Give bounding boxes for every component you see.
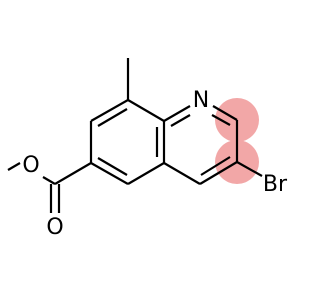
bond-carbonyl-c-ester-o — [42, 176, 56, 185]
bromine-label: Br — [263, 172, 288, 197]
bond-c8-c7-inner — [97, 108, 128, 127]
bond-ester-o-methyl — [7, 162, 21, 171]
ester-oxygen-label: O — [22, 153, 39, 178]
carbonyl-oxygen-label: O — [46, 215, 63, 240]
bond-c5-c4a — [127, 162, 165, 185]
bond-c8a-n1 — [163, 105, 191, 122]
bond-c8a-c8 — [127, 99, 165, 122]
bond-c3-c4 — [199, 161, 238, 185]
bond-c3-c4-inner — [200, 156, 231, 176]
nitrogen-label: N — [193, 88, 209, 113]
bond-c8-c7 — [90, 99, 129, 122]
molecule-structure-diagram: N Br O O — [7, 58, 288, 240]
bond-c6-c5 — [90, 162, 129, 185]
bond-c3-br — [236, 161, 263, 177]
bond-n1-c2-inner — [211, 114, 231, 126]
bond-n1-c2 — [212, 105, 238, 121]
bond-c6-c5-inner — [97, 157, 128, 176]
bond-c6-carbonyl-c — [54, 162, 92, 185]
bond-c4-c4a — [163, 162, 201, 185]
bond-c8a-n1-inner — [170, 114, 191, 127]
